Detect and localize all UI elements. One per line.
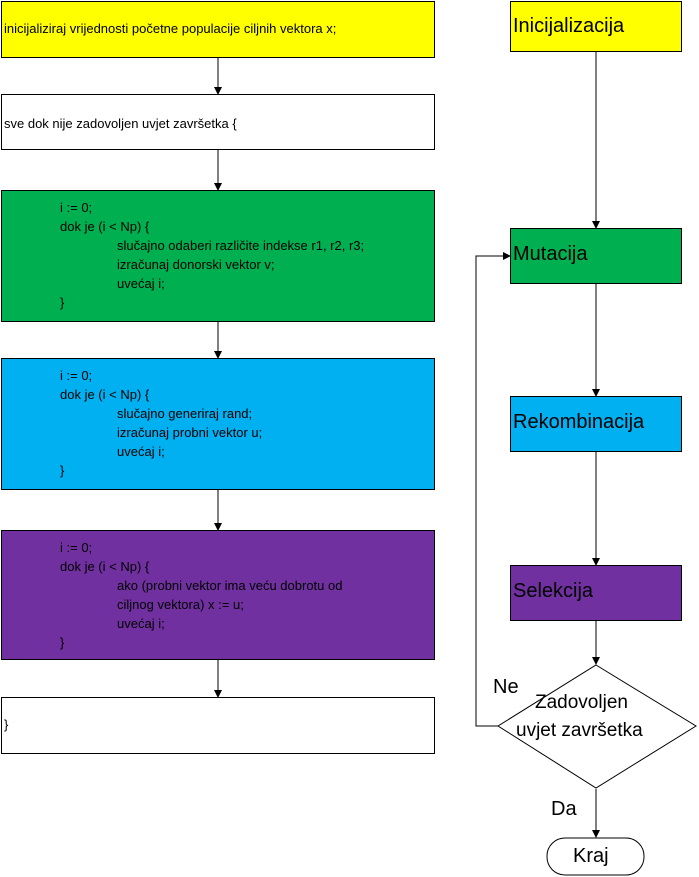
selection-line-6: } bbox=[60, 635, 65, 650]
yes-label: Da bbox=[551, 798, 577, 820]
mutation-line-2: dok je (i < Np) { bbox=[60, 219, 150, 234]
loop-start-box: sve dok nije zadovoljen uvjet završetka … bbox=[1, 94, 435, 150]
arrow-no-loop-back bbox=[475, 252, 511, 727]
selection-line-2: dok je (i < Np) { bbox=[60, 559, 150, 574]
decision-line-1: Zadovoljen bbox=[535, 692, 628, 713]
loop-start-text: sve dok nije zadovoljen uvjet završetka … bbox=[4, 116, 237, 131]
selection-line-5: uvećaj i; bbox=[117, 616, 165, 631]
recombination-line-3: slučajno generiraj rand; bbox=[117, 406, 253, 421]
decision-line-2: uvjet završetka bbox=[516, 720, 643, 741]
recombination-line-5: uvećaj i; bbox=[117, 444, 165, 459]
loop-end-text: } bbox=[4, 717, 9, 732]
r-init-label: Inicijalizacija bbox=[513, 15, 625, 37]
r-mutation-label: Mutacija bbox=[513, 243, 588, 265]
init-box: inicijaliziraj vrijednosti početne popul… bbox=[1, 1, 435, 58]
loop-end-box: } bbox=[1, 697, 435, 754]
no-label: Ne bbox=[493, 676, 519, 698]
decision-diamond bbox=[497, 664, 697, 789]
mutation-line-6: } bbox=[60, 295, 65, 310]
recombination-line-2: dok je (i < Np) { bbox=[60, 387, 150, 402]
recombination-box: i := 0; dok je (i < Np) { slučajno gener… bbox=[1, 358, 435, 490]
r-init-box: Inicijalizacija bbox=[510, 1, 682, 52]
mutation-line-4: izračunaj donorski vektor v; bbox=[117, 257, 275, 272]
mutation-line-3: slučajno odaberi različite indekse r1, r… bbox=[117, 238, 365, 253]
r-selection-box: Selekcija bbox=[510, 565, 682, 621]
end-terminator bbox=[546, 837, 645, 876]
r-recombination-box: Rekombinacija bbox=[510, 396, 682, 452]
r-recombination-label: Rekombinacija bbox=[513, 411, 645, 433]
mutation-line-5: uvećaj i; bbox=[117, 276, 165, 291]
r-selection-label: Selekcija bbox=[513, 580, 594, 602]
selection-box: i := 0; dok je (i < Np) { ako (probni ve… bbox=[1, 530, 435, 660]
recombination-line-6: } bbox=[60, 463, 65, 478]
init-text: inicijaliziraj vrijednosti početne popul… bbox=[4, 21, 337, 36]
selection-line-1: i := 0; bbox=[60, 540, 93, 555]
mutation-line-1: i := 0; bbox=[60, 200, 93, 215]
end-label: Kraj bbox=[573, 845, 609, 867]
recombination-line-4: izračunaj probni vektor u; bbox=[117, 425, 263, 440]
recombination-line-1: i := 0; bbox=[60, 368, 93, 383]
selection-line-4: ciljnog vektora) x := u; bbox=[117, 597, 244, 612]
r-mutation-box: Mutacija bbox=[510, 228, 682, 284]
selection-line-3: ako (probni vektor ima veću dobrotu od bbox=[117, 578, 343, 593]
mutation-box: i := 0; dok je (i < Np) { slučajno odabe… bbox=[1, 190, 435, 322]
